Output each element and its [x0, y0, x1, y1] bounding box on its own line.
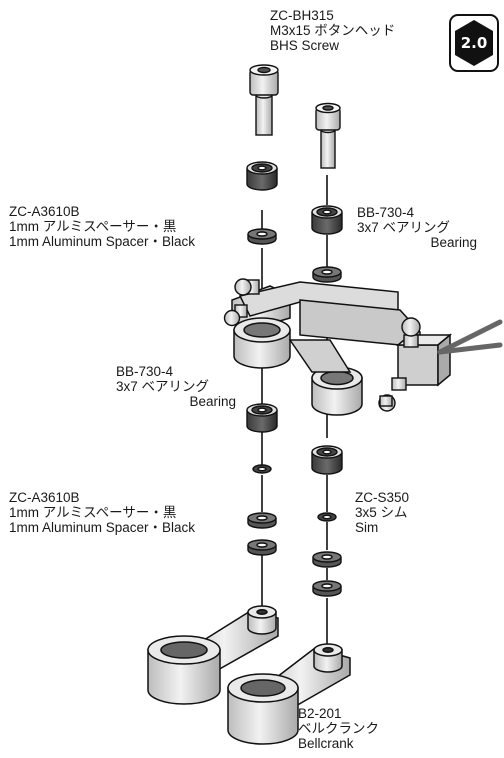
hexagon-badge-icon [449, 14, 499, 72]
label-bearing-left-part-no: BB-730-4 [116, 364, 174, 379]
label-shim-name-en: Sim [355, 520, 379, 535]
label-spacer-top: ZC-A3610B 1mm アルミスペーサー・黒 1mm Aluminum Sp… [9, 204, 195, 249]
label-screw: ZC-BH315 M3x15 ボタンヘッド BHS Screw [270, 8, 395, 53]
label-bearing-left-name-jp: 3x7 ベアリング [116, 379, 210, 394]
label-screw-part-no: ZC-BH315 [270, 8, 334, 23]
label-bearing-left: BB-730-4 3x7 ベアリング Bearing [116, 364, 236, 409]
spacer-washers [247, 228, 342, 597]
screw-left [249, 64, 279, 136]
chassis-mount [231, 281, 453, 416]
label-spacer-bottom-part-no: ZC-A3610B [9, 490, 80, 505]
label-shim-name-jp: 3x5 シム [355, 505, 408, 520]
label-bearing-right-part-no: BB-730-4 [357, 205, 415, 220]
label-bearing-right-name-jp: 3x7 ベアリング [357, 220, 451, 235]
bellcrank-lower [227, 643, 351, 745]
label-spacer-bottom: ZC-A3610B 1mm アルミスペーサー・黒 1mm Aluminum Sp… [9, 490, 195, 535]
version-badge: 2.0 [449, 14, 499, 72]
screw-right [315, 102, 341, 169]
ball-studs [223, 278, 421, 412]
label-spacer-top-name-jp: 1mm アルミスペーサー・黒 [9, 219, 177, 234]
label-bellcrank-part-no: B2-201 [298, 706, 342, 721]
bearing-upper-left [246, 161, 278, 191]
label-bearing-left-name-en: Bearing [189, 394, 236, 409]
label-spacer-top-part-no: ZC-A3610B [9, 204, 80, 219]
label-screw-name-jp: M3x15 ボタンヘッド [270, 23, 396, 38]
label-bellcrank-name-en: Bellcrank [298, 736, 354, 751]
bearing-mid-right [311, 445, 343, 475]
bearing-upper-right [311, 205, 343, 235]
label-bearing-right: BB-730-4 3x7 ベアリング Bearing [357, 205, 477, 250]
bellcrank-upper [147, 605, 279, 705]
label-shim: ZC-S350 3x5 シム Sim [355, 490, 409, 535]
label-spacer-bottom-name-en: 1mm Aluminum Spacer・Black [9, 520, 196, 535]
bearing-mid-left [246, 403, 278, 433]
version-badge-text: 2.0 [460, 34, 488, 52]
label-screw-name-en: BHS Screw [270, 38, 340, 53]
label-spacer-bottom-name-jp: 1mm アルミスペーサー・黒 [9, 505, 177, 520]
label-spacer-top-name-en: 1mm Aluminum Spacer・Black [9, 234, 196, 249]
label-shim-part-no: ZC-S350 [355, 490, 410, 505]
label-bellcrank-name-jp: ベルクランク [298, 721, 379, 736]
leader-chevron [437, 319, 503, 355]
label-bellcrank: B2-201 ベルクランク Bellcrank [298, 706, 379, 751]
label-bearing-right-name-en: Bearing [430, 235, 477, 250]
